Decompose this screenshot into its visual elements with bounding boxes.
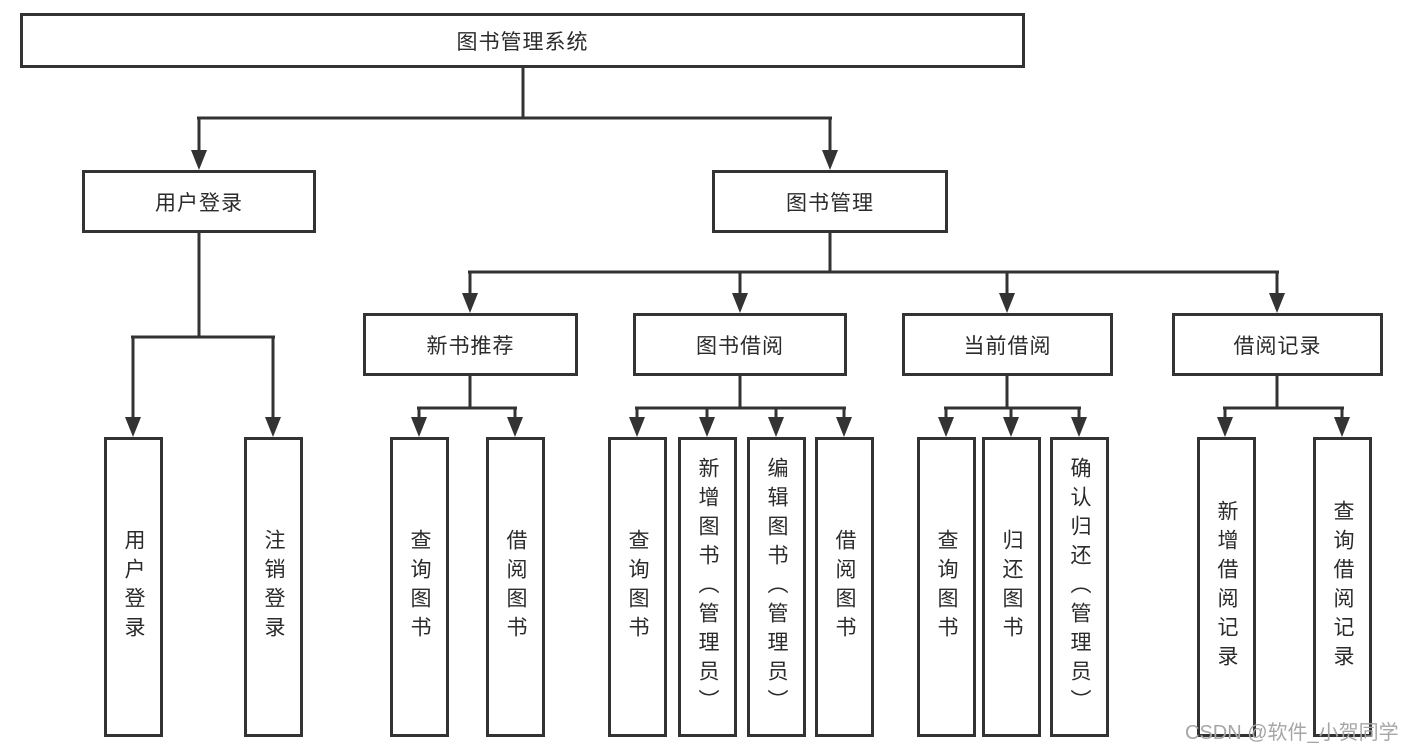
node-label: 借阅记录	[1233, 334, 1322, 358]
node-label: 用户登录	[122, 529, 145, 645]
node-label: 确认归还（管理员）	[1068, 456, 1091, 718]
node-leaf-edit-book-admin: 编辑图书（管理员）	[747, 437, 806, 737]
node-label: 归还图书	[1000, 529, 1023, 645]
node-leaf-query-books: 查询图书	[390, 437, 449, 737]
node-leaf-borrow-books: 借阅图书	[815, 437, 874, 737]
node-current-borrowing: 当前借阅	[902, 313, 1113, 376]
watermark: CSDN @软件_小贺同学	[1185, 722, 1399, 744]
node-leaf-add-borrow-record: 新增借阅记录	[1197, 437, 1256, 737]
node-label: 图书借阅	[696, 334, 784, 358]
node-leaf-add-book-admin: 新增图书（管理员）	[678, 437, 737, 737]
node-label: 借阅图书	[504, 529, 527, 645]
node-leaf-query-books: 查询图书	[917, 437, 976, 737]
node-leaf-query-books: 查询图书	[608, 437, 667, 737]
node-label: 注销登录	[262, 529, 285, 645]
node-label: 查询图书	[626, 529, 649, 645]
node-leaf-query-borrow-record: 查询借阅记录	[1313, 437, 1372, 737]
node-label: 图书管理系统	[456, 30, 589, 54]
node-label: 当前借阅	[963, 334, 1052, 358]
node-leaf-return-books: 归还图书	[982, 437, 1041, 737]
node-label: 图书管理	[786, 191, 874, 215]
node-book-borrowing: 图书借阅	[633, 313, 847, 376]
node-label: 查询图书	[935, 529, 958, 645]
node-leaf-logout: 注销登录	[244, 437, 303, 737]
node-label: 编辑图书（管理员）	[765, 456, 788, 718]
node-user-login-module: 用户登录	[82, 170, 316, 233]
node-label: 查询图书	[408, 529, 431, 645]
node-label: 新增借阅记录	[1215, 500, 1238, 674]
node-leaf-user-login: 用户登录	[104, 437, 163, 737]
node-leaf-confirm-return-admin: 确认归还（管理员）	[1050, 437, 1109, 737]
node-leaf-borrow-books: 借阅图书	[486, 437, 545, 737]
node-label: 新增图书（管理员）	[696, 456, 719, 718]
node-label: 查询借阅记录	[1331, 500, 1354, 674]
node-label: 新书推荐	[426, 334, 515, 358]
node-new-book-recommend: 新书推荐	[363, 313, 578, 376]
node-root-system: 图书管理系统	[20, 13, 1025, 68]
node-book-management-module: 图书管理	[712, 170, 948, 233]
node-label: 借阅图书	[833, 529, 856, 645]
node-borrowing-records: 借阅记录	[1172, 313, 1383, 376]
node-label: 用户登录	[155, 191, 243, 215]
